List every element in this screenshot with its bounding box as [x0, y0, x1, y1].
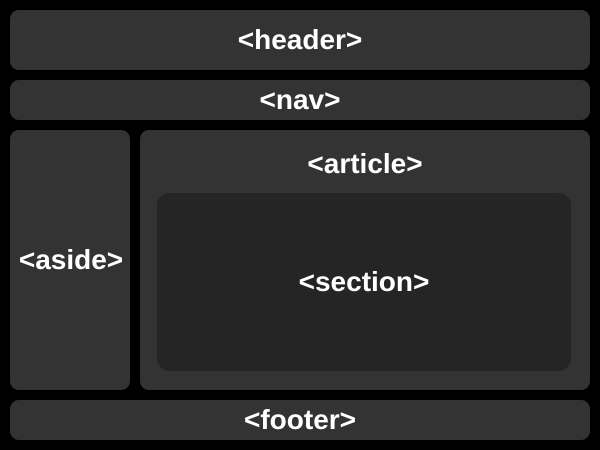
article-label: <article>	[307, 148, 423, 179]
aside-block: <aside>	[10, 130, 130, 390]
section-label: <section>	[298, 266, 430, 297]
footer-label: <footer>	[243, 404, 357, 435]
nav-label: <nav>	[259, 84, 341, 115]
nav-block: <nav>	[10, 80, 590, 120]
footer-block: <footer>	[10, 400, 590, 440]
aside-label: <aside>	[18, 244, 124, 275]
header-block: <header>	[10, 10, 590, 70]
section-block: <section>	[157, 193, 571, 371]
header-label: <header>	[237, 24, 363, 55]
